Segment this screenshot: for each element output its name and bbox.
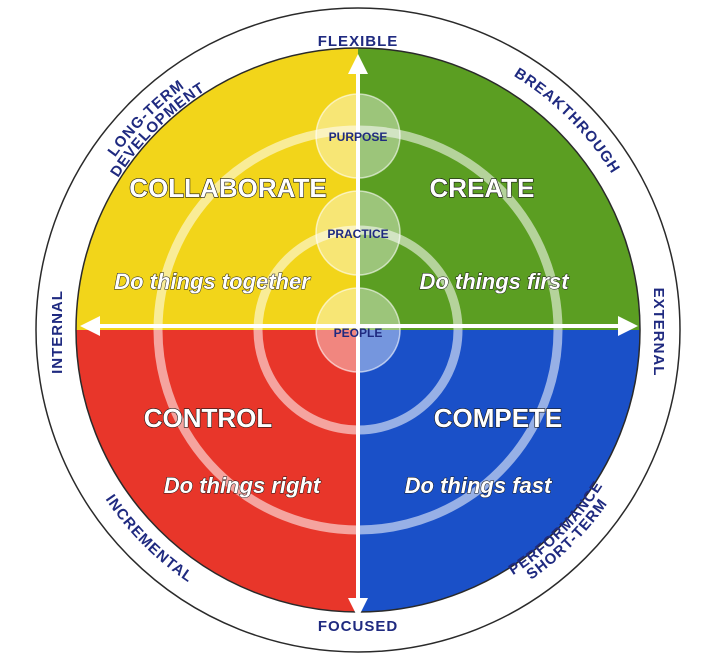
rim-label-focused: FOCUSED (318, 618, 398, 635)
quadrant-title-collaborate: COLLABORATE (129, 173, 326, 203)
rim-label-flexible: FLEXIBLE (318, 33, 399, 50)
axis-arrows-icon (80, 54, 638, 618)
quadrant-subtitle-control: Do things right (164, 473, 322, 498)
quadrant-subtitle-create: Do things first (419, 269, 570, 294)
ring-label-practice: PRACTICE (327, 227, 388, 241)
ring-label-purpose: PURPOSE (329, 130, 388, 144)
rim-label-internal: INTERNAL (49, 290, 66, 374)
ring-label-people: PEOPLE (334, 326, 383, 340)
quadrant-subtitle-collaborate: Do things together (114, 269, 311, 294)
quadrant-title-compete: COMPETE (434, 403, 563, 433)
quadrant-subtitle-compete: Do things fast (405, 473, 553, 498)
quadrant-title-create: CREATE (430, 173, 535, 203)
rim-label-external: EXTERNAL (650, 288, 667, 377)
quadrant-title-control: CONTROL (144, 403, 273, 433)
